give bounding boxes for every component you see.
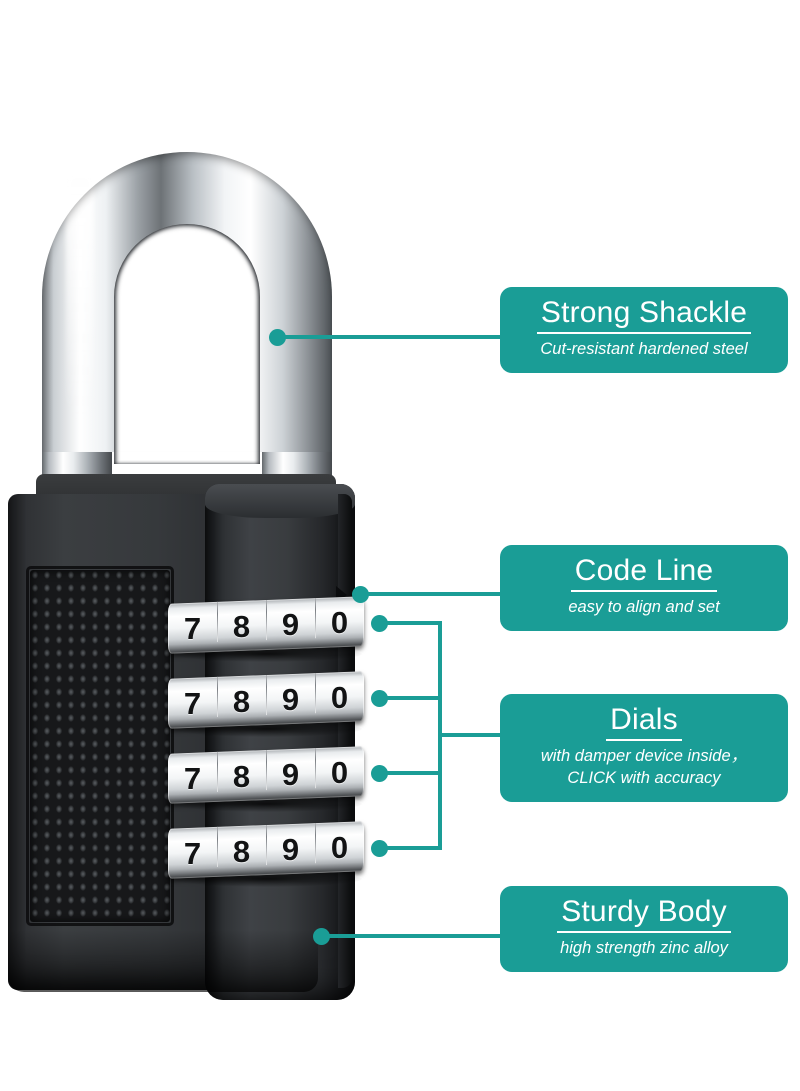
dial-1-digit-4: 0 bbox=[315, 605, 364, 640]
callout-dials[interactable]: Dials with damper device inside， CLICK w… bbox=[500, 694, 788, 802]
callout-code-line[interactable]: Code Line easy to align and set bbox=[500, 545, 788, 632]
code-line-marker-icon bbox=[336, 586, 347, 604]
dial-1-digit-1: 7 bbox=[183, 610, 202, 646]
callout-subtitle-strong-shackle: Cut-resistant hardened steel bbox=[540, 340, 748, 359]
dial-row-3[interactable]: 7 8 9 0 bbox=[168, 746, 364, 804]
connector-line-sturdy-body bbox=[321, 934, 502, 938]
dial-row-4[interactable]: 7 8 9 0 bbox=[168, 821, 364, 879]
dial-3-digit-3: 9 bbox=[266, 757, 315, 792]
dial-housing-top bbox=[205, 484, 355, 518]
callout-title-sturdy-body: Sturdy Body bbox=[557, 895, 731, 934]
connector-stub-dial-1 bbox=[379, 621, 438, 625]
padlock-shackle bbox=[42, 152, 332, 560]
dial-4-digit-1: 7 bbox=[183, 835, 202, 871]
callout-subtitle-dials: with damper device inside， CLICK with ac… bbox=[540, 747, 748, 788]
callout-subtitle-sturdy-body: high strength zinc alloy bbox=[560, 939, 728, 958]
dial-2-digit-1: 7 bbox=[183, 685, 202, 721]
connector-line-code-line bbox=[360, 592, 502, 596]
body-grip-texture bbox=[30, 570, 170, 922]
dial-row-2[interactable]: 7 8 9 0 bbox=[168, 671, 364, 729]
dial-1-digit-3: 9 bbox=[266, 607, 315, 642]
shackle-opening bbox=[114, 224, 260, 464]
callout-sturdy-body[interactable]: Sturdy Body high strength zinc alloy bbox=[500, 886, 788, 973]
dial-4-digit-4: 0 bbox=[315, 830, 364, 865]
connector-stub-dial-2 bbox=[379, 696, 438, 700]
callout-title-code-line: Code Line bbox=[570, 554, 718, 593]
callout-subtitle-code-line: easy to align and set bbox=[568, 598, 720, 617]
dial-housing-edge bbox=[338, 494, 352, 988]
callout-strong-shackle[interactable]: Strong Shackle Cut-resistant hardened st… bbox=[500, 287, 788, 374]
dial-3-digit-4: 0 bbox=[315, 755, 364, 790]
padlock-illustration: 7 8 9 0 7 8 9 0 7 8 9 0 7 8 9 0 bbox=[0, 0, 400, 1040]
callout-title-dials: Dials bbox=[606, 703, 682, 742]
dial-housing bbox=[205, 484, 355, 1000]
dial-3-digit-1: 7 bbox=[183, 760, 202, 796]
dial-4-digit-2: 8 bbox=[217, 833, 266, 868]
dial-2-digit-2: 8 bbox=[217, 683, 266, 718]
dial-4-digit-3: 9 bbox=[266, 832, 315, 867]
body-grip-frame bbox=[26, 566, 174, 926]
dial-2-digit-3: 9 bbox=[266, 682, 315, 717]
dial-2-digit-4: 0 bbox=[315, 680, 364, 715]
dial-1-digit-2: 8 bbox=[217, 608, 266, 643]
connector-line-dials bbox=[438, 733, 502, 737]
callout-title-strong-shackle: Strong Shackle bbox=[536, 296, 752, 335]
connector-line-strong-shackle bbox=[277, 335, 502, 339]
dial-row-1[interactable]: 7 8 9 0 bbox=[168, 596, 364, 654]
connector-stub-dial-3 bbox=[379, 771, 438, 775]
padlock-body-base-shading bbox=[8, 930, 318, 992]
dial-3-digit-2: 8 bbox=[217, 758, 266, 793]
connector-stub-dial-4 bbox=[379, 846, 438, 850]
